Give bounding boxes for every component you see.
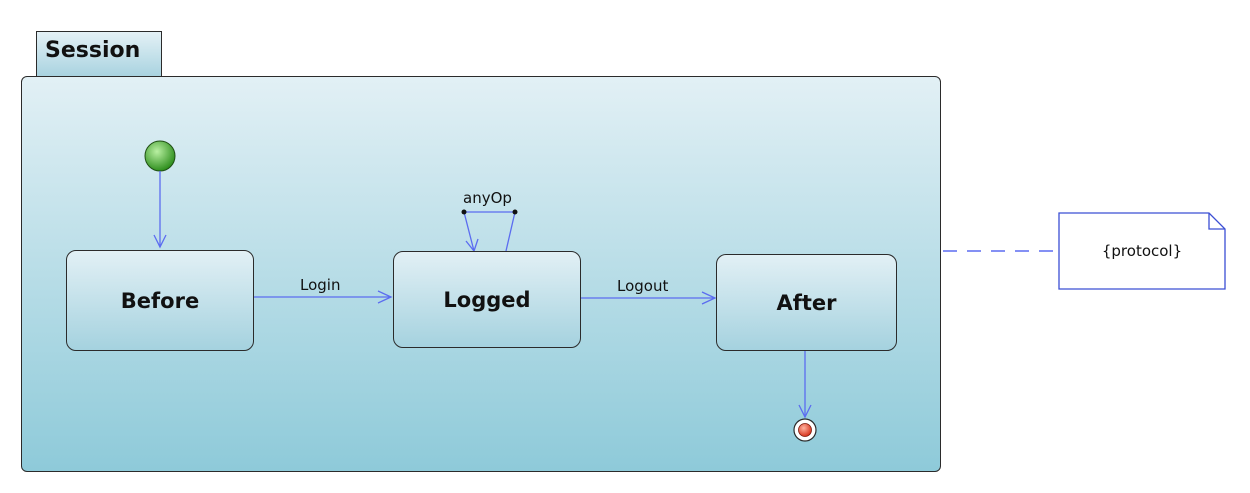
state-label: Before <box>120 288 200 313</box>
note-shape[interactable] <box>1058 212 1226 290</box>
transition-logout[interactable] <box>581 291 717 305</box>
transition-label-logout: Logout <box>617 277 669 295</box>
transition-after-final[interactable] <box>798 351 812 419</box>
transition-label-login: Login <box>300 276 341 294</box>
final-state-icon[interactable] <box>793 418 817 442</box>
self-loop-endpoint-left <box>461 209 467 215</box>
package-tab[interactable]: Session <box>36 31 162 76</box>
self-loop-endpoint-right <box>512 209 518 215</box>
state-label: After <box>776 290 837 315</box>
transition-login[interactable] <box>254 290 393 304</box>
package-name: Session <box>45 38 141 63</box>
note-text: {protocol} <box>1101 242 1183 260</box>
state-before[interactable]: Before <box>66 250 254 351</box>
transition-anyop[interactable] <box>463 211 516 253</box>
initial-state-icon[interactable] <box>144 140 176 172</box>
transition-initial-before[interactable] <box>153 171 167 249</box>
state-after[interactable]: After <box>716 254 897 351</box>
transition-label-anyop: anyOp <box>463 189 512 207</box>
state-label: Logged <box>443 287 531 312</box>
state-logged[interactable]: Logged <box>393 251 581 348</box>
